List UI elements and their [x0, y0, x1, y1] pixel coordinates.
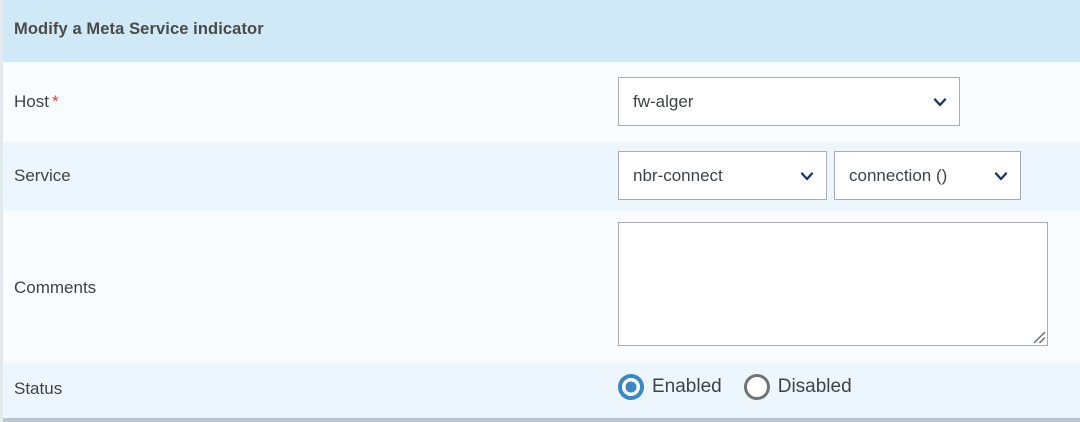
- host-select[interactable]: fw-alger: [618, 77, 960, 126]
- status-radio-enabled[interactable]: Enabled: [618, 374, 722, 400]
- metric-select[interactable]: connection (): [834, 151, 1021, 200]
- service-select[interactable]: nbr-connect: [618, 151, 827, 200]
- panel-bottom-border: [0, 418, 1080, 422]
- form-row-status: Status: [0, 363, 1080, 418]
- radio-selected-icon[interactable]: [618, 374, 644, 400]
- status-radio-disabled[interactable]: Disabled: [743, 374, 852, 400]
- host-select-value: fw-alger: [633, 91, 694, 111]
- comments-label: Comments: [14, 278, 97, 297]
- host-label-text: Host: [14, 92, 49, 111]
- status-label: Status: [14, 379, 63, 398]
- service-label: Service: [14, 166, 71, 185]
- service-select-value: nbr-connect: [633, 165, 723, 185]
- metric-select-value: connection (): [849, 165, 948, 185]
- radio-unselected-icon[interactable]: [743, 374, 770, 400]
- status-radio-disabled-label: Disabled: [777, 376, 852, 397]
- panel-header: Modify a Meta Service indicator: [0, 0, 1080, 62]
- required-asterisk: *: [51, 92, 59, 111]
- chevron-down-icon: [994, 171, 1008, 180]
- chevron-down-icon: [800, 171, 814, 180]
- host-label: Host*: [14, 92, 59, 112]
- panel-left-border: [0, 0, 3, 422]
- chevron-down-icon: [933, 97, 947, 106]
- resize-grip-icon[interactable]: [1031, 329, 1046, 344]
- page-title: Modify a Meta Service indicator: [14, 20, 264, 38]
- comments-textarea[interactable]: [618, 222, 1048, 346]
- status-radio-group: Enabled Disabled: [618, 374, 852, 400]
- status-radio-enabled-label: Enabled: [652, 376, 722, 397]
